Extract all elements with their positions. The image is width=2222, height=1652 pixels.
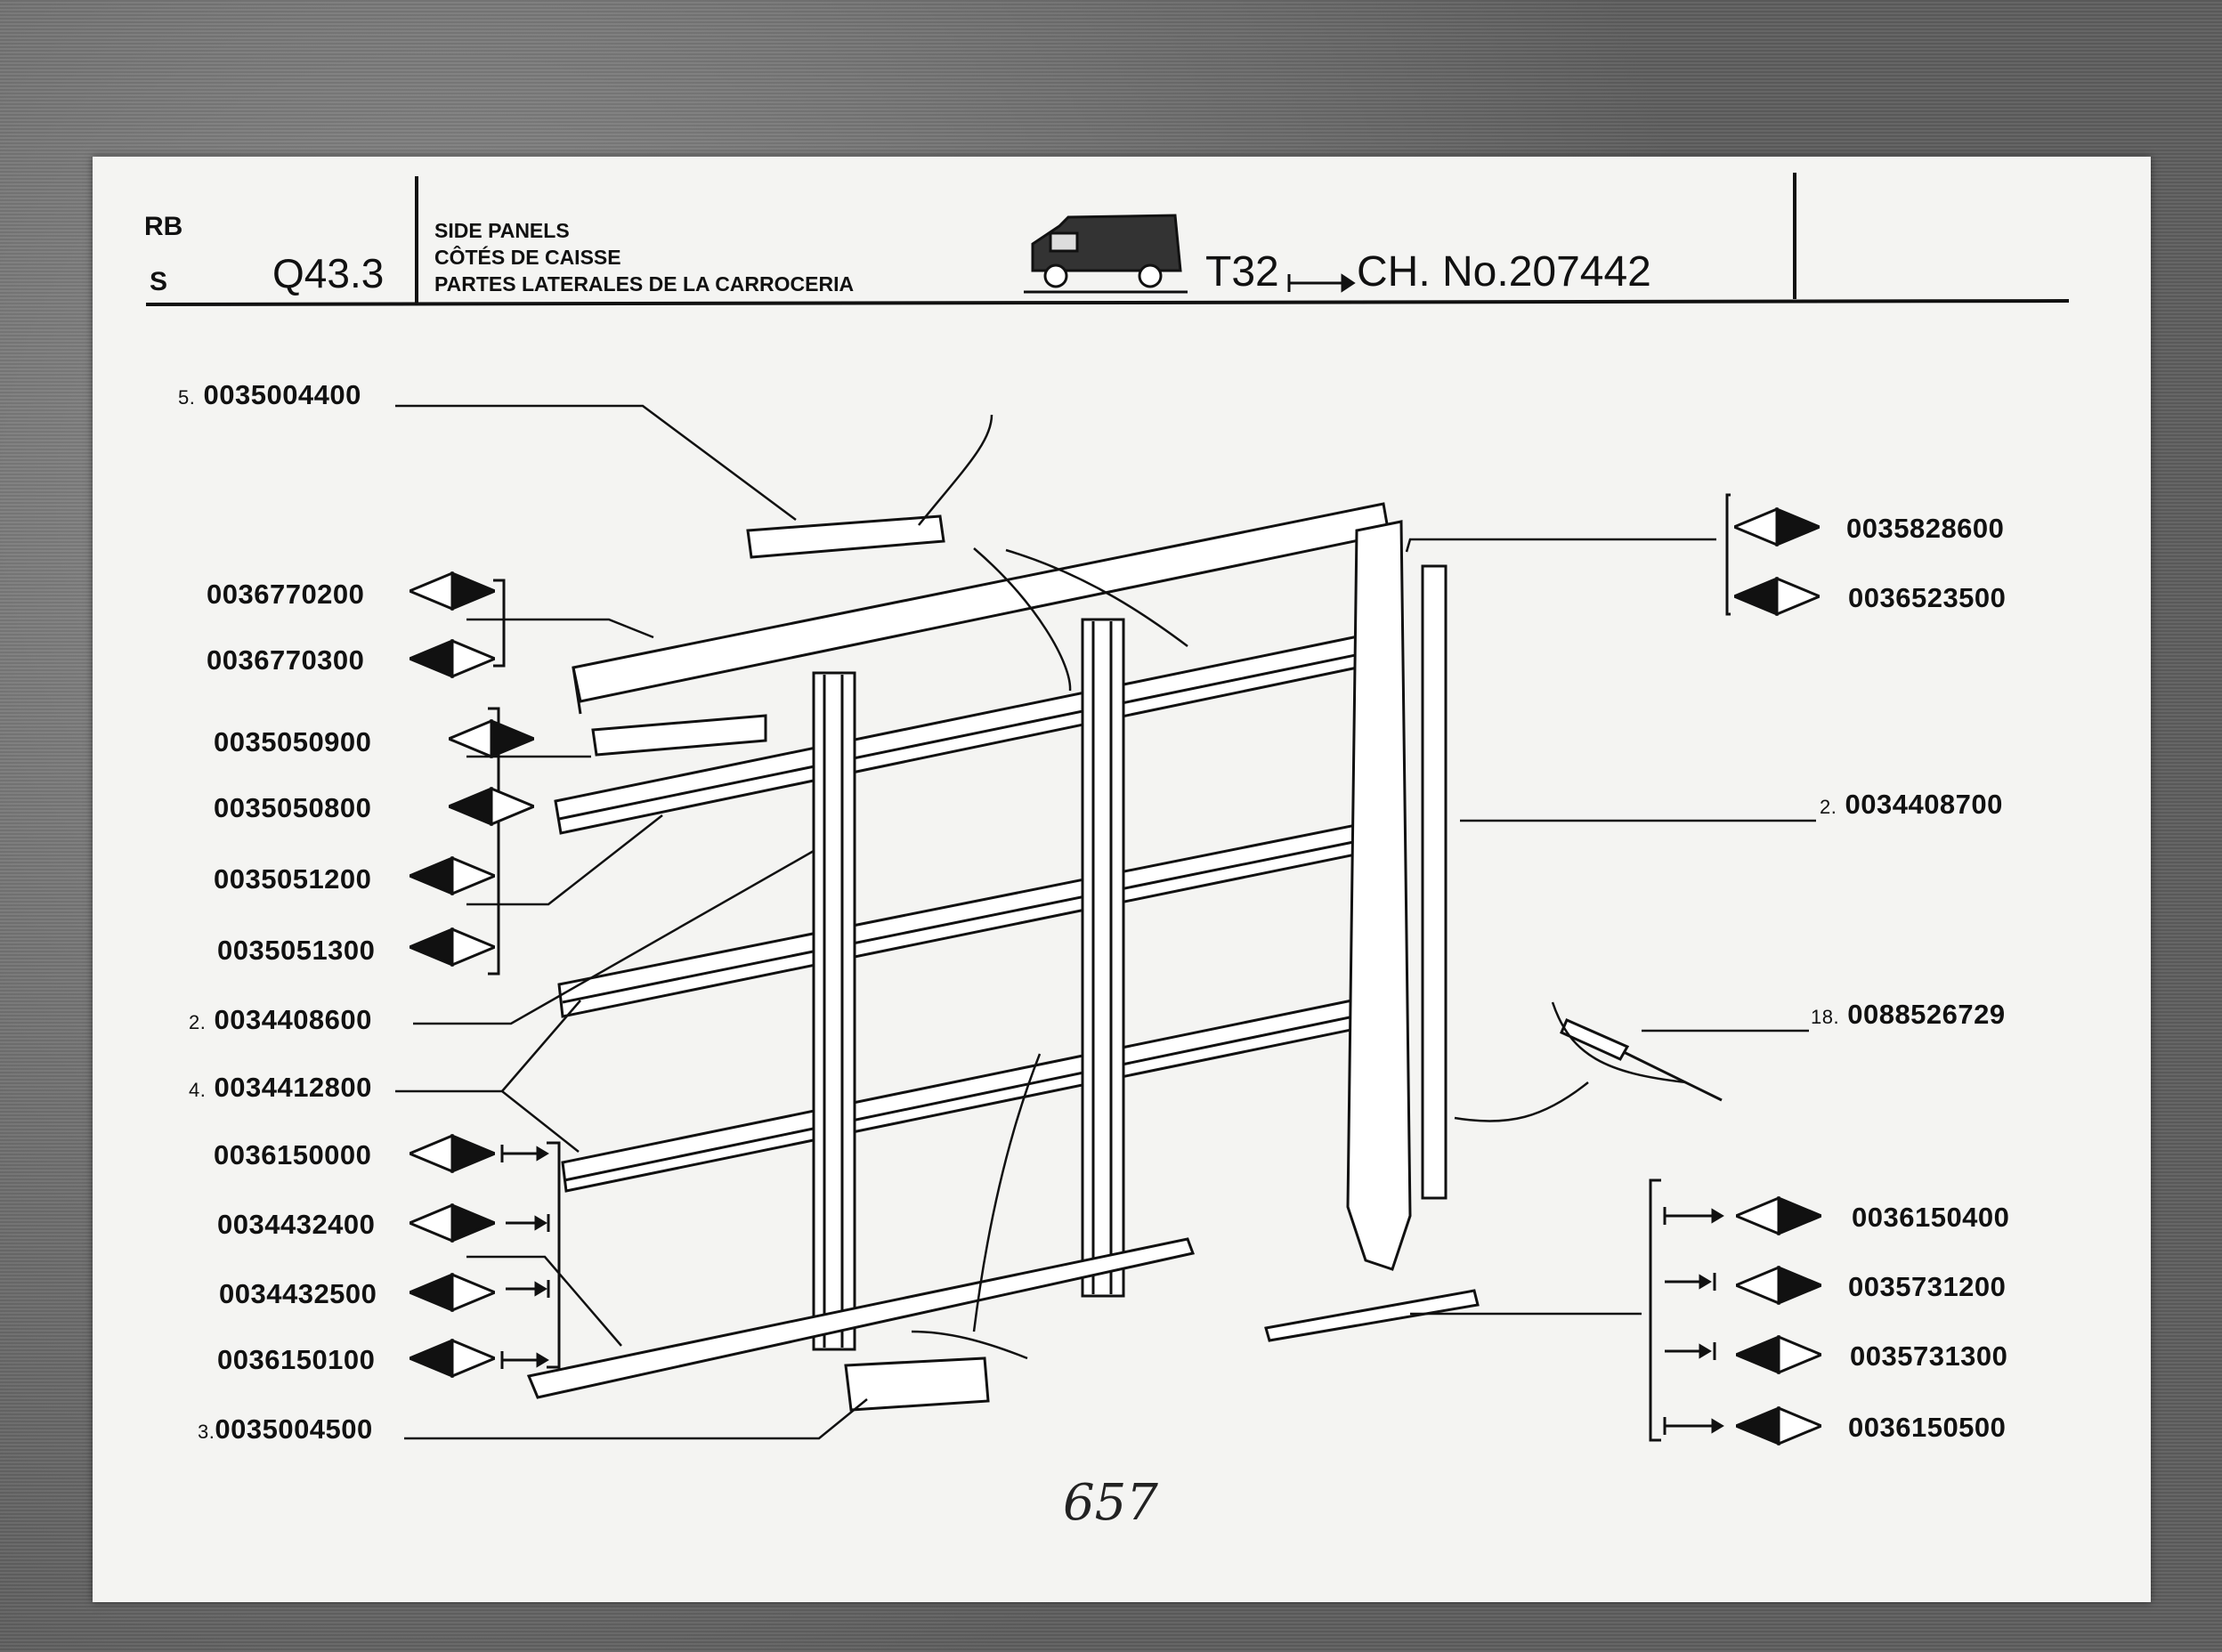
part-label-left-6: 0035051200 <box>214 863 371 895</box>
part-label-left-8: 2. 0034408600 <box>189 1004 372 1035</box>
part-label-left-14: 3.0035004500 <box>198 1413 373 1445</box>
frame-drawing <box>526 502 1723 1412</box>
part-number: 0034408700 <box>1845 789 2003 820</box>
part-label-left-3: 0036770300 <box>207 644 364 676</box>
leader-lines <box>395 404 1816 1440</box>
part-number: 0034412800 <box>214 1072 372 1103</box>
part-label-right-3: 2. 0034408700 <box>1820 789 2003 820</box>
part-number: 0034432500 <box>219 1278 377 1309</box>
part-number: 0034408600 <box>214 1004 372 1035</box>
part-label-right-8: 0036150500 <box>1848 1412 2006 1444</box>
part-label-left-2: 0036770200 <box>207 579 364 611</box>
part-label-right-7: 0035731300 <box>1850 1340 2007 1373</box>
part-label-left-1: 5. 0035004400 <box>178 379 361 410</box>
part-number: 0035050800 <box>214 792 372 823</box>
header-rules <box>145 173 2070 306</box>
header-code-top: RB <box>144 212 183 241</box>
part-label-left-11: 0034432400 <box>217 1209 375 1241</box>
part-label-right-2: 0036523500 <box>1848 582 2006 614</box>
part-number: 0036523500 <box>1848 582 2007 613</box>
part-label-right-4: 18. 0088526729 <box>1811 999 2006 1030</box>
part-label-left-5: 0035050800 <box>214 792 371 824</box>
header-title-en: SIDE PANELS <box>434 219 570 242</box>
part-number: 0035004400 <box>203 379 361 410</box>
part-number: 0036770300 <box>207 644 365 676</box>
part-label-right-6: 0035731200 <box>1848 1271 2006 1303</box>
part-label-right-5: 0036150400 <box>1852 1202 2009 1234</box>
part-number: 0036150000 <box>214 1139 372 1170</box>
part-label-left-4: 0035050900 <box>214 726 371 758</box>
exploded-diagram <box>145 173 2070 1446</box>
range-end-arrow-icon <box>506 1214 1716 1360</box>
part-number: 0035051200 <box>214 863 372 895</box>
header-title-fr: CÔTÉS DE CAISSE <box>434 246 621 269</box>
part-label-left-13: 0036150100 <box>217 1344 375 1376</box>
range-arrow-icon <box>1287 273 1356 293</box>
part-number: 0036150100 <box>217 1344 376 1375</box>
part-number: 0036770200 <box>207 579 365 610</box>
part-label-right-1: 0035828600 <box>1846 513 2004 545</box>
catalog-sheet: RB S Q43.3 SIDE PANELS CÔTÉS DE CAISSE P… <box>93 157 2151 1602</box>
grouping-brackets <box>488 493 1731 1442</box>
part-label-left-10: 0036150000 <box>214 1139 371 1171</box>
header-chassis: CH. No.207442 <box>1357 248 1651 296</box>
part-number: 0035050900 <box>214 726 372 757</box>
part-number: 0035828600 <box>1846 513 2005 544</box>
van-icon <box>1024 214 1188 294</box>
header-model: T32 <box>1205 248 1279 296</box>
header-code-bottom: S <box>150 267 168 296</box>
part-number: 0035051300 <box>217 935 376 966</box>
page-number: 657 <box>1063 1474 1158 1532</box>
header-reference: Q43.3 <box>272 250 385 296</box>
right-triangle-markers <box>1734 507 1821 1446</box>
part-number: 0036150500 <box>1848 1412 2007 1443</box>
part-label-left-12: 0034432500 <box>219 1278 377 1310</box>
part-number: 0036150400 <box>1852 1202 2010 1233</box>
part-number: 0035004500 <box>215 1413 373 1445</box>
part-number: 0034432400 <box>217 1209 376 1240</box>
part-label-left-7: 0035051300 <box>217 935 375 967</box>
part-number: 0035731200 <box>1848 1271 2007 1302</box>
part-number: 0088526729 <box>1847 999 2006 1030</box>
part-number: 0035731300 <box>1850 1340 2008 1372</box>
part-label-left-9: 4. 0034412800 <box>189 1072 372 1103</box>
header-title-es: PARTES LATERALES DE LA CARROCERIA <box>434 272 855 296</box>
range-start-arrow-icon <box>500 1145 1724 1435</box>
left-right-triangle-marker-icon <box>410 571 534 1378</box>
